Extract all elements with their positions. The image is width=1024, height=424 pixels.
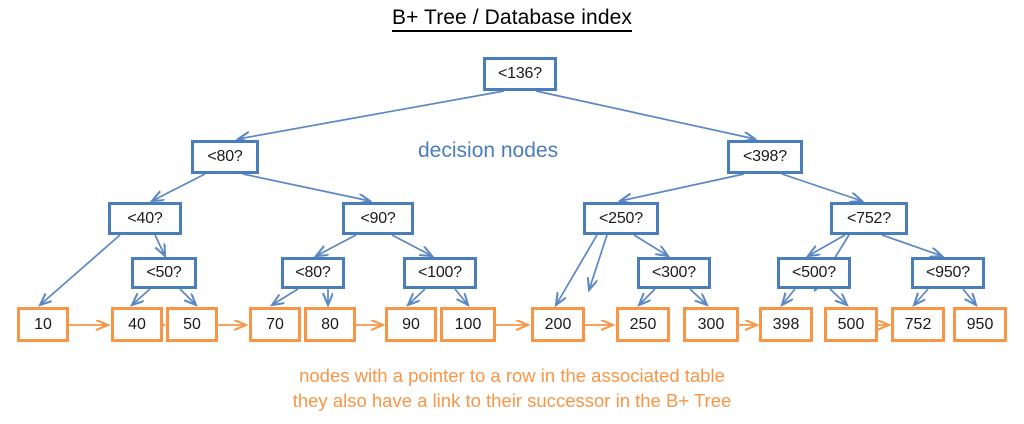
decision-edge-20 (639, 288, 656, 305)
decision-edge-13 (881, 234, 942, 256)
leaf-node-200[interactable]: 200 (531, 307, 585, 342)
leaf-node-398[interactable]: 398 (759, 307, 813, 342)
decision-edge-18 (408, 288, 426, 305)
page-title-text: B+ Tree / Database index (392, 6, 632, 32)
decision-nodes-label: decision nodes (418, 139, 559, 162)
caption-line-2: they also have a link to their successor… (292, 390, 732, 411)
decision-edge-12 (808, 234, 846, 256)
caption-line-1: nodes with a pointer to a row in the ass… (299, 365, 725, 386)
decision-edge-11 (633, 234, 668, 256)
leaf-node-950[interactable]: 950 (953, 307, 1007, 342)
decision-edge-7 (391, 234, 432, 256)
decision-node-500[interactable]: <500? (777, 257, 851, 289)
page-title: B+ Tree / Database index (0, 6, 1024, 32)
leaf-node-10[interactable]: 10 (17, 307, 69, 342)
decision-edge-21 (689, 288, 707, 305)
decision-edge-0 (238, 90, 505, 139)
decision-edge-5 (154, 234, 165, 256)
decision-node-40[interactable]: <40? (108, 202, 182, 235)
decision-edge-16 (272, 288, 299, 305)
decision-edge-19 (454, 288, 468, 305)
decision-edge-25 (962, 288, 976, 305)
decision-edge-15 (179, 288, 196, 305)
decision-edge-8 (620, 173, 745, 201)
decision-edge-10 (556, 234, 598, 305)
leaf-node-40[interactable]: 40 (111, 307, 163, 342)
decision-edge-2 (152, 173, 206, 201)
leaf-node-300[interactable]: 300 (683, 307, 739, 342)
decision-node-80[interactable]: <80? (191, 140, 259, 174)
decision-node-398[interactable]: <398? (727, 140, 803, 174)
leaf-node-70[interactable]: 70 (249, 307, 301, 342)
leaf-node-250[interactable]: 250 (616, 307, 670, 342)
decision-node-250[interactable]: <250? (583, 202, 659, 235)
decision-edge-24 (914, 288, 929, 305)
leaf-node-80[interactable]: 80 (304, 307, 356, 342)
decision-node-80[interactable]: <80? (281, 257, 345, 289)
decision-edge-14 (132, 288, 151, 305)
decision-edge-22 (782, 288, 796, 305)
decision-node-50[interactable]: <50? (131, 257, 197, 289)
decision-edge-3 (242, 173, 370, 201)
decision-edge-23 (829, 288, 847, 305)
leaf-node-752[interactable]: 752 (891, 307, 945, 342)
leaf-node-100[interactable]: 100 (440, 307, 496, 342)
decision-node-90[interactable]: <90? (342, 202, 414, 235)
leaf-node-90[interactable]: 90 (385, 307, 437, 342)
decision-edge-6 (316, 234, 357, 256)
decision-node-950[interactable]: <950? (911, 257, 985, 289)
decision-node-136[interactable]: <136? (483, 57, 557, 91)
decision-node-100[interactable]: <100? (403, 257, 477, 289)
leaf-node-50[interactable]: 50 (166, 307, 218, 342)
decision-edge-4 (40, 234, 121, 305)
leaf-node-500[interactable]: 500 (824, 307, 878, 342)
decision-edge-26 (589, 234, 608, 290)
decision-node-752[interactable]: <752? (830, 202, 908, 235)
decision-node-300[interactable]: <300? (637, 257, 711, 289)
decision-edge-1 (535, 90, 755, 139)
decision-edge-9 (781, 173, 862, 201)
